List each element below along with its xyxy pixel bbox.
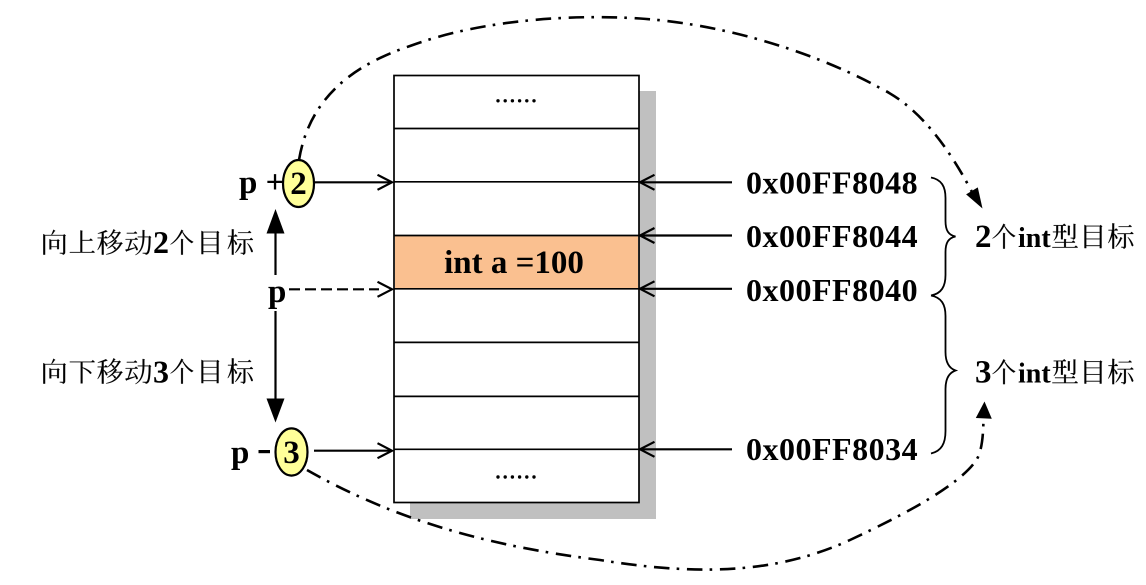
- svg-text:p +: p +: [239, 165, 284, 201]
- svg-text:2: 2: [290, 166, 307, 202]
- svg-text:int: int: [1018, 359, 1051, 390]
- svg-text:p: p: [268, 274, 286, 310]
- svg-text:int: int: [1018, 223, 1051, 254]
- svg-text:3: 3: [283, 435, 300, 471]
- svg-text:0x00FF8044: 0x00FF8044: [746, 218, 918, 254]
- svg-text:0x00FF8040: 0x00FF8040: [746, 272, 918, 308]
- svg-text:2: 2: [153, 224, 169, 260]
- svg-text:3: 3: [153, 354, 169, 390]
- svg-text:p: p: [231, 435, 249, 471]
- svg-text:2: 2: [975, 219, 992, 255]
- svg-text:int a =100: int a =100: [444, 245, 584, 281]
- svg-text:0x00FF8048: 0x00FF8048: [746, 165, 918, 201]
- svg-text:3: 3: [975, 355, 992, 391]
- svg-text:0x00FF8034: 0x00FF8034: [746, 431, 918, 467]
